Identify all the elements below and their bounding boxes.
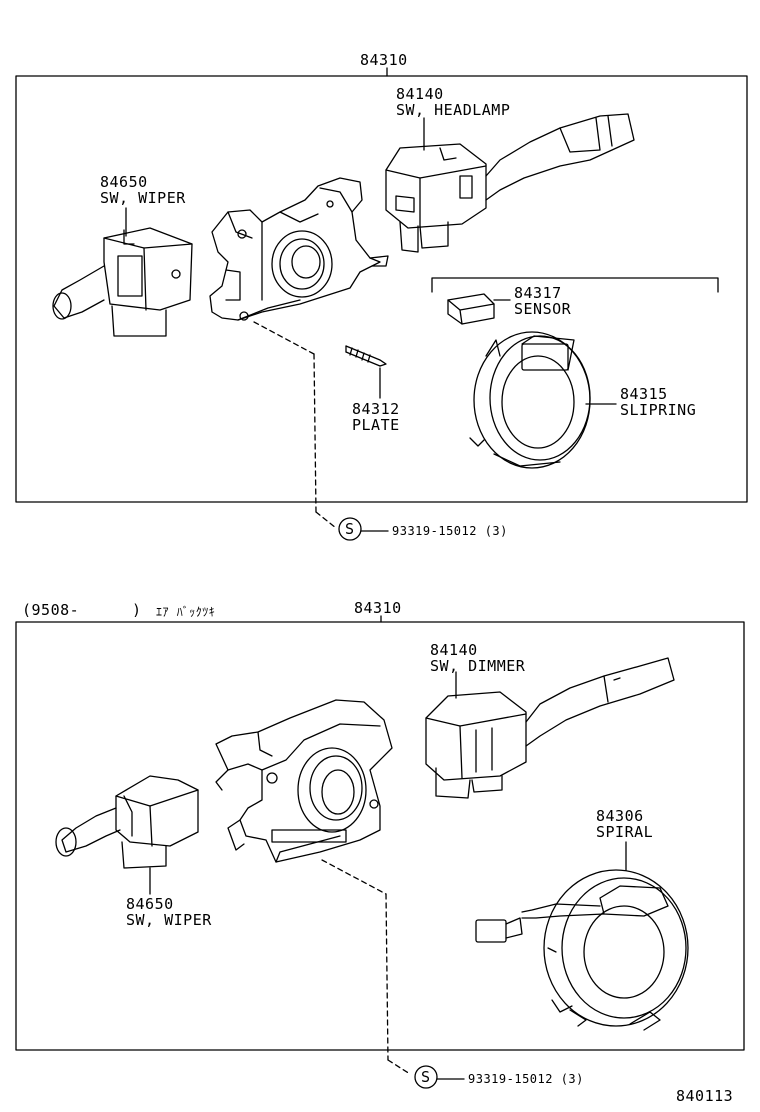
headlamp-switch-drawing	[385, 113, 635, 253]
top-wiper-part-number: 84650	[100, 173, 148, 191]
headlamp-part-name: SW, HEADLAMP	[396, 101, 511, 119]
sensor-drawing	[447, 293, 495, 325]
dimmer-switch-drawing	[425, 657, 675, 799]
top-screw-symbol: S	[345, 520, 355, 538]
bottom-note-range: (9508-	[22, 601, 80, 619]
plate-pin-drawing	[345, 345, 387, 367]
top-wiper-switch-drawing	[52, 227, 193, 337]
top-assembly-number: 84310	[360, 51, 408, 69]
dimmer-part-number: 84140	[430, 641, 478, 659]
top-switch-body	[209, 177, 389, 321]
bottom-wiper-part-name: SW, WIPER	[126, 911, 212, 929]
bottom-screw-part-number: 93319-15012 (3)	[468, 1072, 584, 1086]
plate-part-name: PLATE	[352, 416, 400, 434]
top-wiper-part-name: SW, WIPER	[100, 189, 186, 207]
slipring-drawing	[469, 331, 591, 469]
headlamp-part-number: 84140	[396, 85, 444, 103]
bottom-panel-frame	[15, 621, 745, 1051]
bottom-screw-symbol-circle	[414, 1065, 438, 1089]
bottom-note-text: ｴｱ ﾊﾞｯｸﾂｷ	[156, 605, 216, 619]
spiral-part-number: 84306	[596, 807, 644, 825]
top-screw-part-number: 93319-15012 (3)	[392, 524, 508, 538]
top-body-dashed-leader	[253, 321, 315, 355]
top-screw-symbol-circle	[338, 517, 362, 541]
dimmer-part-name: SW, DIMMER	[430, 657, 526, 675]
figure-id: 840113	[676, 1087, 734, 1105]
spiral-part-name: SPIRAL	[596, 823, 654, 841]
sensor-group-bracket	[431, 277, 719, 293]
top-panel-frame	[15, 75, 748, 503]
bottom-screw-symbol: S	[421, 1068, 431, 1086]
spiral-drawing	[475, 869, 689, 1031]
bottom-wiper-switch-drawing	[55, 775, 199, 869]
bottom-assembly-number: 84310	[354, 599, 402, 617]
slipring-part-name: SLIPRING	[620, 401, 697, 419]
plate-part-number: 84312	[352, 400, 400, 418]
sensor-part-number: 84317	[514, 284, 562, 302]
bottom-wiper-part-number: 84650	[126, 895, 174, 913]
bottom-note-close: )	[132, 601, 142, 619]
bottom-body-dashed-leader	[321, 859, 387, 895]
bottom-switch-body	[215, 699, 393, 863]
sensor-part-name: SENSOR	[514, 300, 572, 318]
slipring-part-number: 84315	[620, 385, 668, 403]
